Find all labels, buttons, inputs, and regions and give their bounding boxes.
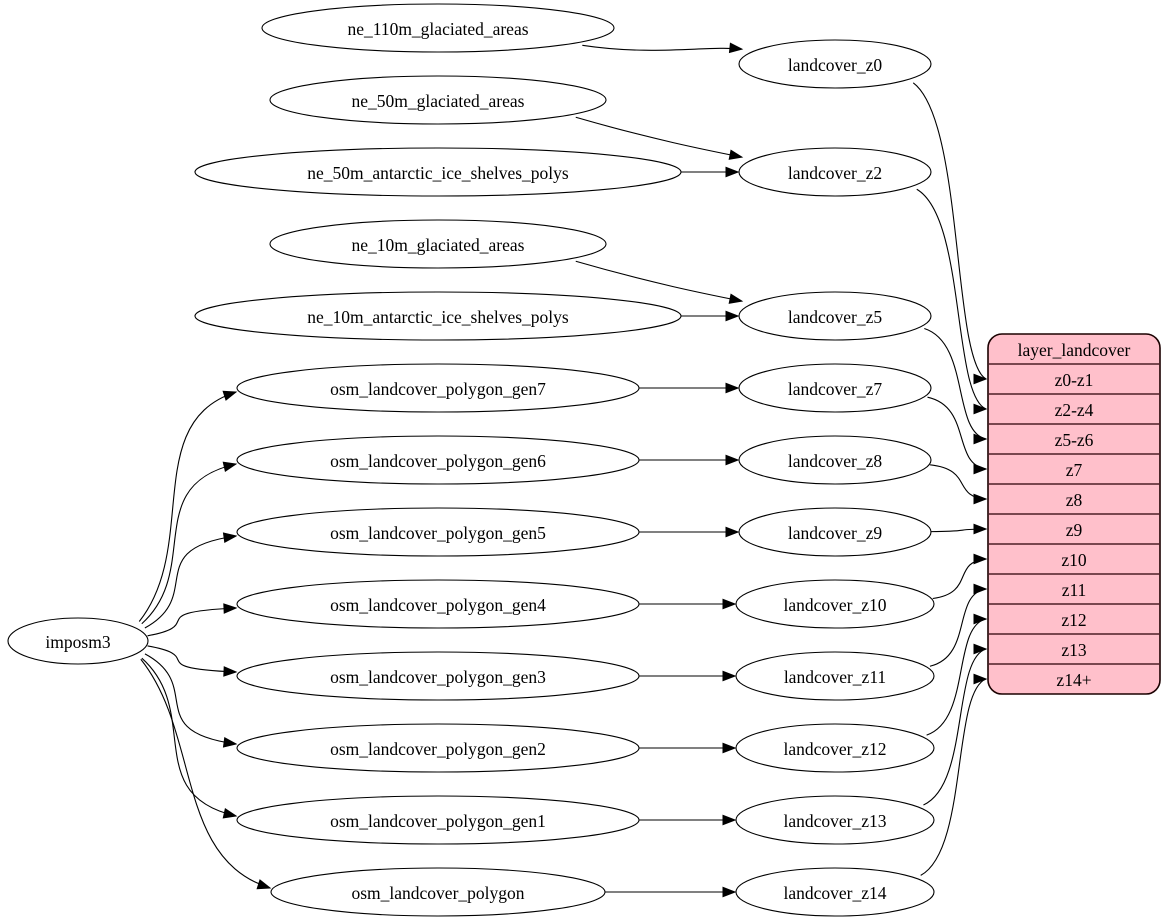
node-ellipse-osm_landcover_polygon_gen6[interactable] bbox=[236, 435, 640, 485]
edge-ne_50m_antarctic_ice_shelves_polys-to-landcover_z2 bbox=[681, 166, 740, 178]
node-ne_50m_glaciated_areas[interactable]: ne_50m_glaciated_areas bbox=[269, 75, 607, 125]
edge-imposm3-to-osm_landcover_polygon_gen3 bbox=[147, 645, 238, 677]
node-ellipse-osm_landcover_polygon_gen5[interactable] bbox=[236, 507, 640, 557]
edge-landcover_z13-to-z13 bbox=[923, 643, 988, 806]
node-ellipse-ne_50m_antarctic_ice_shelves_polys[interactable] bbox=[194, 147, 682, 197]
node-ne_110m_glaciated_areas[interactable]: ne_110m_glaciated_areas bbox=[261, 3, 615, 53]
node-ellipse-landcover_z9[interactable] bbox=[738, 507, 932, 557]
node-osm_landcover_polygon[interactable]: osm_landcover_polygon bbox=[270, 867, 606, 917]
edge-landcover_z0-to-z0-z1 bbox=[912, 82, 988, 385]
node-ellipse-landcover_z5[interactable] bbox=[738, 291, 932, 341]
edge-landcover_z10-to-z10 bbox=[932, 553, 988, 600]
node-landcover_z10[interactable]: landcover_z10 bbox=[735, 579, 935, 629]
edge-landcover_z11-to-z11 bbox=[929, 583, 988, 667]
edge-imposm3-to-osm_landcover_polygon bbox=[140, 658, 272, 890]
edge-imposm3-to-osm_landcover_polygon_gen6 bbox=[141, 461, 238, 625]
edge-osm_landcover_polygon_gen3-to-landcover_z11 bbox=[639, 670, 737, 682]
node-ellipse-ne_10m_antarctic_ice_shelves_polys[interactable] bbox=[194, 291, 682, 341]
nodes-layer: imposm3 ne_110m_glaciated_areas ne_50m_gla… bbox=[7, 3, 935, 917]
node-osm_landcover_polygon_gen1[interactable]: osm_landcover_polygon_gen1 bbox=[236, 795, 640, 845]
node-landcover_z7[interactable]: landcover_z7 bbox=[738, 363, 932, 413]
edge-ne_50m_glaciated_areas-to-landcover_z2 bbox=[575, 116, 744, 160]
node-landcover_z0[interactable]: landcover_z0 bbox=[738, 39, 932, 89]
node-ellipse-osm_landcover_polygon_gen4[interactable] bbox=[236, 579, 640, 629]
node-ellipse-landcover_z14[interactable] bbox=[735, 867, 935, 917]
node-ellipse-ne_50m_glaciated_areas[interactable] bbox=[269, 75, 607, 125]
node-landcover_z2[interactable]: landcover_z2 bbox=[738, 147, 932, 197]
node-osm_landcover_polygon_gen2[interactable]: osm_landcover_polygon_gen2 bbox=[236, 723, 640, 773]
node-ellipse-landcover_z13[interactable] bbox=[735, 795, 935, 845]
edges-layer bbox=[138, 42, 988, 898]
node-landcover_z13[interactable]: landcover_z13 bbox=[735, 795, 935, 845]
node-ne_50m_antarctic_ice_shelves_polys[interactable]: ne_50m_antarctic_ice_shelves_polys bbox=[194, 147, 682, 197]
edge-landcover_z12-to-z12 bbox=[926, 613, 988, 736]
edge-imposm3-to-osm_landcover_polygon_gen1 bbox=[141, 657, 238, 819]
node-ellipse-ne_110m_glaciated_areas[interactable] bbox=[261, 3, 615, 53]
node-ne_10m_antarctic_ice_shelves_polys[interactable]: ne_10m_antarctic_ice_shelves_polys bbox=[194, 291, 682, 341]
edge-landcover_z8-to-z8 bbox=[930, 464, 988, 505]
edge-osm_landcover_polygon_gen6-to-landcover_z8 bbox=[639, 454, 740, 466]
node-ellipse-osm_landcover_polygon_gen2[interactable] bbox=[236, 723, 640, 773]
node-ellipse-landcover_z10[interactable] bbox=[735, 579, 935, 629]
node-osm_landcover_polygon_gen7[interactable]: osm_landcover_polygon_gen7 bbox=[236, 363, 640, 413]
edge-landcover_z7-to-z7 bbox=[927, 396, 988, 475]
node-osm_landcover_polygon_gen4[interactable]: osm_landcover_polygon_gen4 bbox=[236, 579, 640, 629]
edge-landcover_z2-to-z2-z4 bbox=[916, 188, 988, 415]
node-ellipse-ne_10m_glaciated_areas[interactable] bbox=[269, 219, 607, 269]
edge-landcover_z14-to-z14+ bbox=[920, 673, 988, 876]
node-landcover_z12[interactable]: landcover_z12 bbox=[735, 723, 935, 773]
edge-osm_landcover_polygon_gen5-to-landcover_z9 bbox=[639, 526, 740, 538]
node-ellipse-landcover_z11[interactable] bbox=[735, 651, 935, 701]
node-ellipse-landcover_z2[interactable] bbox=[738, 147, 932, 197]
edge-osm_landcover_polygon_gen7-to-landcover_z7 bbox=[639, 382, 740, 394]
edge-osm_landcover_polygon_gen2-to-landcover_z12 bbox=[639, 742, 737, 754]
edge-osm_landcover_polygon_gen4-to-landcover_z10 bbox=[639, 598, 737, 610]
node-landcover_z9[interactable]: landcover_z9 bbox=[738, 507, 932, 557]
edge-landcover_z9-to-z9 bbox=[930, 523, 988, 535]
node-landcover_z5[interactable]: landcover_z5 bbox=[738, 291, 932, 341]
node-landcover_z8[interactable]: landcover_z8 bbox=[738, 435, 932, 485]
node-osm_landcover_polygon_gen3[interactable]: osm_landcover_polygon_gen3 bbox=[236, 651, 640, 701]
node-ellipse-landcover_z12[interactable] bbox=[735, 723, 935, 773]
node-osm_landcover_polygon_gen5[interactable]: osm_landcover_polygon_gen5 bbox=[236, 507, 640, 557]
node-landcover_z11[interactable]: landcover_z11 bbox=[735, 651, 935, 701]
edge-imposm3-to-osm_landcover_polygon_gen4 bbox=[147, 603, 238, 637]
edge-osm_landcover_polygon-to-landcover_z14 bbox=[605, 886, 737, 898]
edge-imposm3-to-osm_landcover_polygon_gen7 bbox=[138, 390, 238, 622]
node-ellipse-osm_landcover_polygon[interactable] bbox=[270, 867, 606, 917]
edge-landcover_z5-to-z5-z6 bbox=[924, 327, 988, 445]
node-ellipse-osm_landcover_polygon_gen7[interactable] bbox=[236, 363, 640, 413]
edge-ne_10m_antarctic_ice_shelves_polys-to-landcover_z5 bbox=[681, 310, 740, 322]
node-ne_10m_glaciated_areas[interactable]: ne_10m_glaciated_areas bbox=[269, 219, 607, 269]
node-landcover_z14[interactable]: landcover_z14 bbox=[735, 867, 935, 917]
node-ellipse-osm_landcover_polygon_gen1[interactable] bbox=[236, 795, 640, 845]
node-ellipse-landcover_z0[interactable] bbox=[738, 39, 932, 89]
node-ellipse-landcover_z7[interactable] bbox=[738, 363, 932, 413]
edge-imposm3-to-osm_landcover_polygon_gen2 bbox=[144, 653, 238, 748]
edge-ne_110m_glaciated_areas-to-landcover_z0 bbox=[582, 42, 744, 54]
edge-osm_landcover_polygon_gen1-to-landcover_z13 bbox=[639, 814, 737, 826]
edge-ne_10m_glaciated_areas-to-landcover_z5 bbox=[575, 260, 744, 304]
node-imposm3[interactable]: imposm3 bbox=[7, 617, 149, 665]
node-osm_landcover_polygon_gen6[interactable]: osm_landcover_polygon_gen6 bbox=[236, 435, 640, 485]
node-ellipse-landcover_z8[interactable] bbox=[738, 435, 932, 485]
node-ellipse-osm_landcover_polygon_gen3[interactable] bbox=[236, 651, 640, 701]
layer-landcover-table: layer_landcoverz0-z1z2-z4z5-z6z7z8z9z10z… bbox=[987, 333, 1161, 695]
edge-imposm3-to-osm_landcover_polygon_gen5 bbox=[144, 532, 238, 629]
node-ellipse-imposm3[interactable] bbox=[7, 617, 149, 665]
